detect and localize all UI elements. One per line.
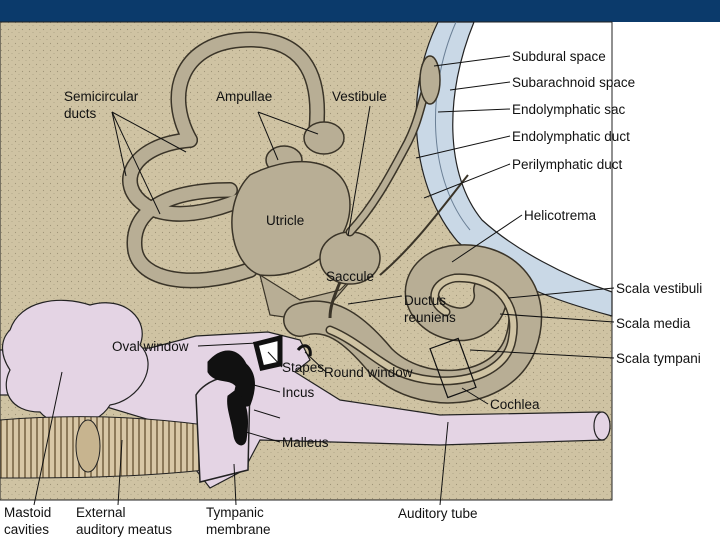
malleus xyxy=(227,389,249,446)
label-scala-media: Scala media xyxy=(616,316,691,331)
meninges xyxy=(415,21,613,317)
label-incus: Incus xyxy=(282,385,315,400)
label-external-auditory-meatus-2: auditory meatus xyxy=(76,522,172,537)
label-external-auditory-meatus-1: External xyxy=(76,505,126,520)
label-stapes: Stapes xyxy=(282,360,324,375)
ductus-reuniens xyxy=(328,281,342,319)
label-tympanic-membrane-1: Tympanic xyxy=(206,505,264,520)
label-semicircular-ducts-2: ducts xyxy=(64,106,97,121)
label-ductus-reuniens-2: reuniens xyxy=(404,310,456,325)
perilymphatic-duct xyxy=(379,174,469,276)
round-window-membrane xyxy=(296,344,312,357)
label-perilymphatic-duct: Perilymphatic duct xyxy=(512,157,623,172)
label-vestibule: Vestibule xyxy=(332,89,387,104)
label-saccule: Saccule xyxy=(326,269,374,284)
header-bar xyxy=(0,0,720,22)
mastoid-cavities xyxy=(1,299,149,426)
label-scala-tympani: Scala tympani xyxy=(616,351,701,366)
label-utricle: Utricle xyxy=(266,213,304,228)
external-auditory-meatus xyxy=(0,416,206,479)
auditory-tube-end xyxy=(593,411,611,441)
stapes xyxy=(252,334,283,371)
label-malleus: Malleus xyxy=(282,435,329,450)
label-cochlea: Cochlea xyxy=(490,397,540,412)
label-mastoid-cavities-2: cavities xyxy=(4,522,49,537)
label-helicotrema: Helicotrema xyxy=(524,208,597,223)
leader-lines xyxy=(33,55,615,506)
endolymphatic-sac xyxy=(419,55,441,105)
labels: Semicircular ducts Ampullae Vestibule Su… xyxy=(4,49,702,537)
label-oval-window: Oval window xyxy=(112,339,189,354)
vestibule xyxy=(259,269,361,321)
label-subarachnoid-space: Subarachnoid space xyxy=(512,75,635,90)
label-endolymphatic-sac: Endolymphatic sac xyxy=(512,102,626,117)
label-round-window: Round window xyxy=(324,365,413,380)
label-tympanic-membrane-2: membrane xyxy=(206,522,271,537)
label-mastoid-cavities-1: Mastoid xyxy=(4,505,51,520)
label-subdural-space: Subdural space xyxy=(512,49,606,64)
label-ampullae: Ampullae xyxy=(216,89,272,104)
ossicles xyxy=(207,334,283,446)
label-semicircular-ducts-1: Semicircular xyxy=(64,89,139,104)
ampulla-upper xyxy=(303,121,345,155)
label-auditory-tube: Auditory tube xyxy=(398,506,478,521)
label-endolymphatic-duct: Endolymphatic duct xyxy=(512,129,630,144)
label-ductus-reuniens-1: Ductus xyxy=(404,293,446,308)
incus xyxy=(207,350,255,407)
cochlea-section-box xyxy=(429,337,477,399)
label-scala-vestibuli: Scala vestibuli xyxy=(616,281,702,296)
